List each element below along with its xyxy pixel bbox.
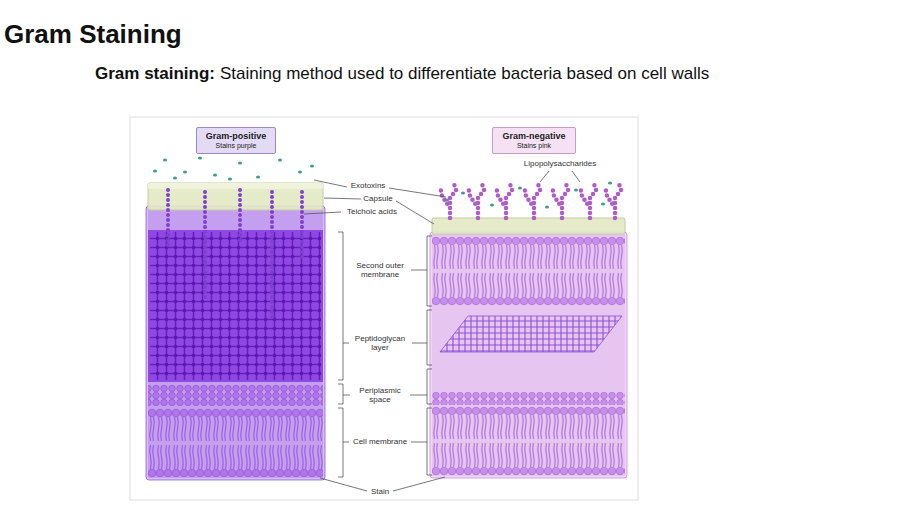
box-heading: Gram-negative [502, 131, 565, 142]
header-box: Gram-positiveStains purple [196, 127, 277, 154]
part-label: Cell membrane [352, 437, 408, 446]
part-label: Teichoic acids [346, 207, 398, 216]
intro-text: Gram staining: [95, 64, 215, 84]
box-heading: Gram-positive [206, 131, 267, 142]
part-label: Peptidoglycan layer [349, 334, 411, 352]
box-subtext: Stains pink [502, 142, 565, 150]
intro-text: Staining method used to differentiate ba… [220, 64, 709, 84]
part-label: Capsule [362, 194, 393, 203]
part-label: Second outer membrane [351, 261, 409, 279]
part-label: Exotoxins [350, 181, 387, 190]
box-subtext: Stains purple [206, 142, 267, 150]
part-label: Periplasmic space [351, 386, 409, 404]
figure-panel [130, 117, 638, 500]
slide-title: Gram Staining [4, 20, 182, 50]
leader-lines [304, 171, 580, 491]
header-box: Gram-negativeStains pink [492, 127, 575, 154]
gram-positive-wall [146, 183, 325, 480]
gram-negative-wall [430, 184, 627, 478]
part-label: Lipopolysaccharides [523, 159, 598, 168]
part-label: Stain [370, 487, 390, 496]
